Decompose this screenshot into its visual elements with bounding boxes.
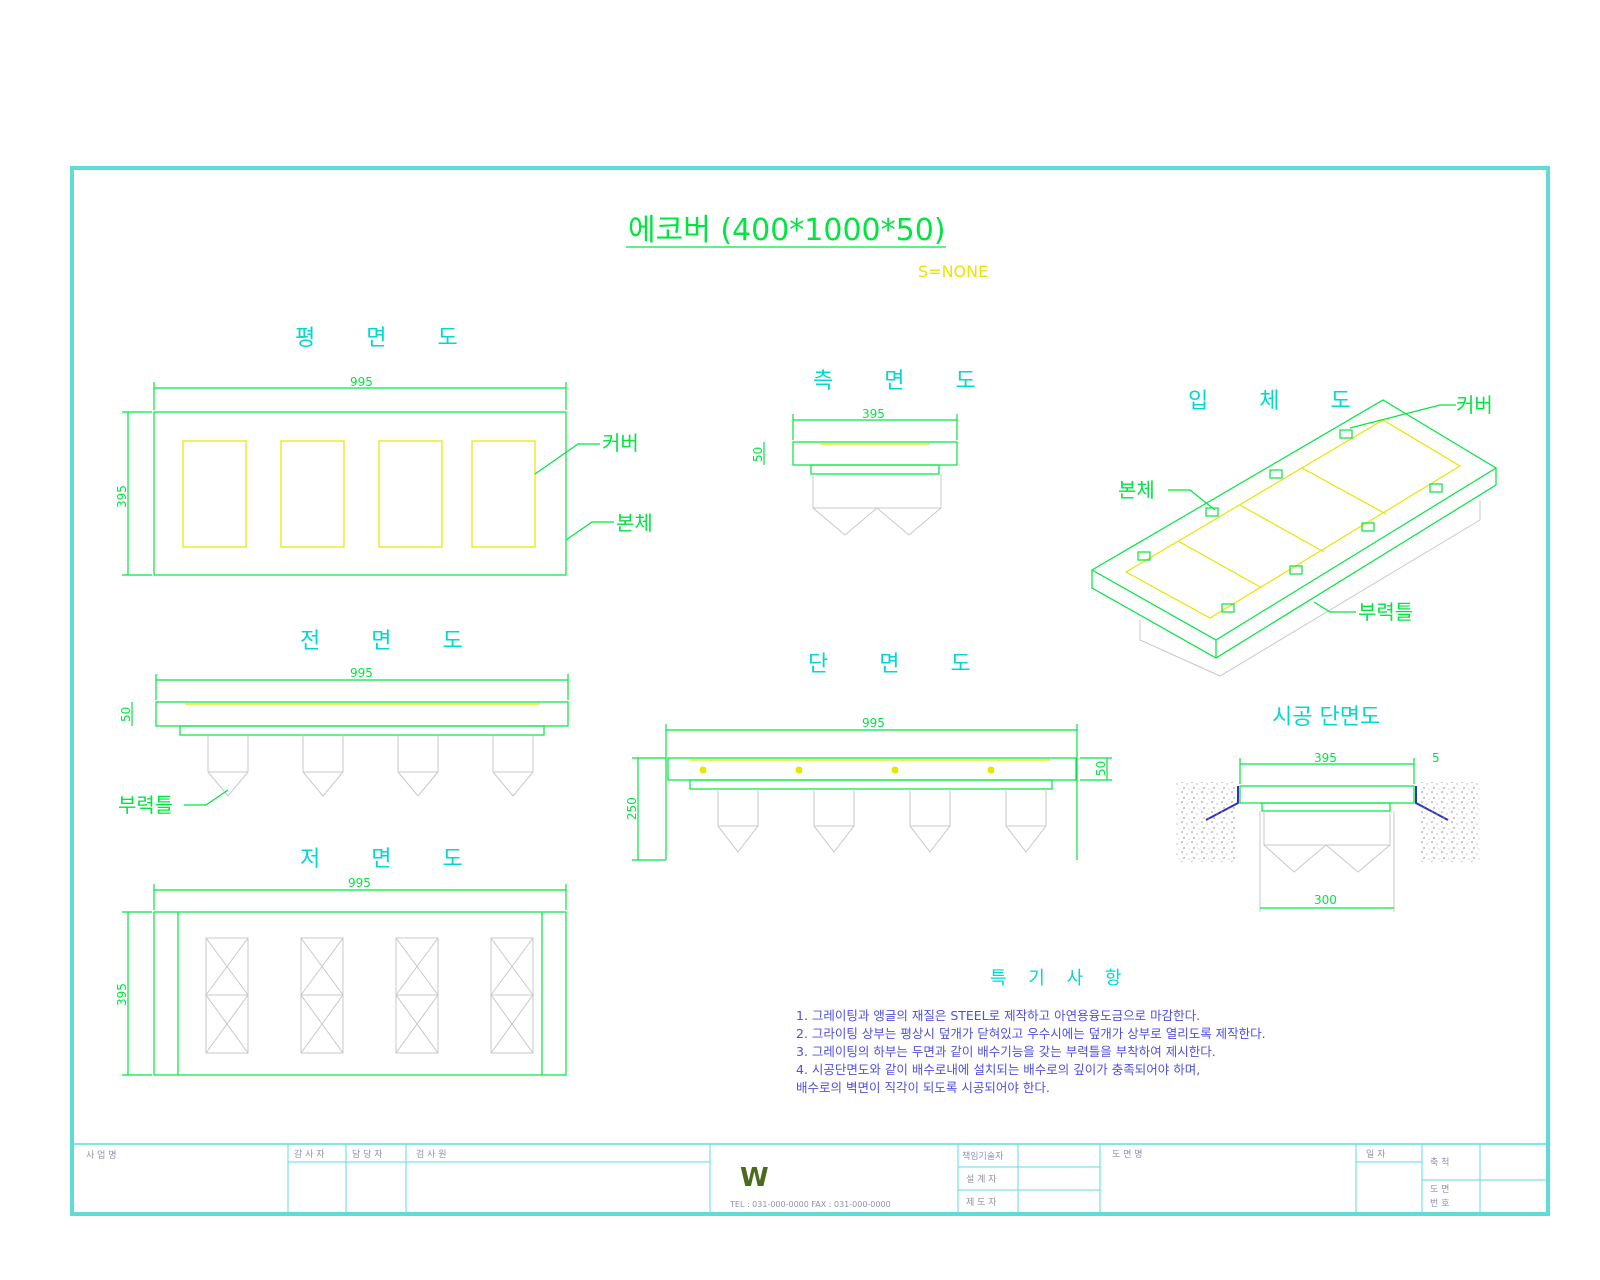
iso-view-heading: 입 체 도 <box>1188 389 1373 414</box>
bottom-view-heading: 저 면 도 <box>300 847 485 872</box>
bottom-dim-width: 995 <box>348 876 371 890</box>
note-line-3: 3. 그레이팅의 하부는 두면과 같이 배수기능을 갖는 부력틀을 부착하여 제… <box>796 1044 1216 1059</box>
tb-manager: 담 당 자 <box>352 1148 383 1160</box>
note-line-4: 4. 시공단면도와 같이 배수로내에 설치되는 배수로의 깊이가 충족되어야 하… <box>796 1062 1200 1077</box>
tb-sheet: 도 면 <box>1430 1184 1449 1195</box>
scale-text: S=NONE <box>918 262 988 281</box>
install-body <box>1239 785 1415 804</box>
side-body <box>792 441 958 466</box>
title-block: 사 업 명 감 사 자 담 당 자 검 사 원 W TEL : 031-000-… <box>72 1143 1548 1214</box>
front-frame-legs <box>207 735 534 797</box>
iso-top <box>1090 399 1498 641</box>
install-dim-bottom: 300 <box>1314 893 1337 907</box>
note-line-1: 1. 그레이팅과 앵글의 재질은 STEEL로 제작하고 아연용융도금으로 마감… <box>796 1008 1200 1023</box>
tb-inspector: 감 사 자 <box>294 1148 325 1160</box>
tb-drawing-name: 도 면 명 <box>1112 1149 1143 1160</box>
iso-view: 입 체 도 커버 본체 부력틀 <box>1090 389 1498 677</box>
tb-contact: TEL : 031-000-0000 FAX : 031-000-0000 <box>729 1200 891 1209</box>
side-frame-legs <box>812 474 942 536</box>
section-hinges <box>699 766 995 774</box>
plan-dim-height: 395 <box>115 485 129 508</box>
plan-view-heading: 평 면 도 <box>295 326 480 351</box>
install-ground-right <box>1420 782 1480 862</box>
iso-label-cover: 커버 <box>1456 393 1493 417</box>
plan-cover-3 <box>378 440 443 548</box>
front-dim-height: 50 <box>119 707 133 722</box>
note-line-5: 배수로의 벽면이 직각이 되도록 시공되어야 한다. <box>796 1080 1050 1095</box>
tb-logo: W <box>740 1163 769 1193</box>
section-dim-50: 50 <box>1094 761 1108 776</box>
plan-cover-2 <box>280 440 345 548</box>
tb-project: 사 업 명 <box>86 1150 117 1161</box>
section-view-heading: 단 면 도 <box>808 652 993 677</box>
install-view: 시공 단면도 395 5 300 <box>1176 705 1480 912</box>
bottom-dim-height: 395 <box>115 983 129 1006</box>
tb-eng2: 설 계 자 <box>966 1173 997 1185</box>
plan-view: 평 면 도 995 395 커버 본체 <box>115 326 653 576</box>
drawing-border <box>70 166 1550 1216</box>
tb-reviewer: 검 사 원 <box>416 1148 447 1160</box>
side-dim-height: 50 <box>751 447 765 462</box>
plan-cover-4 <box>471 440 536 548</box>
side-view-heading: 측 면 도 <box>813 369 998 394</box>
section-view: 단 면 도 995 50 250 <box>625 652 1112 861</box>
section-dim-width: 995 <box>862 716 885 730</box>
iso-label-frame: 부력틀 <box>1358 600 1413 624</box>
install-ground-left <box>1176 782 1236 862</box>
plan-label-cover: 커버 <box>602 431 639 455</box>
iso-cover-dividers <box>1177 467 1387 589</box>
section-body <box>667 757 1077 781</box>
front-body <box>155 701 569 727</box>
bottom-frame-boxes <box>205 937 534 1054</box>
tb-number: 번 호 <box>1430 1198 1449 1209</box>
front-view-heading: 전 면 도 <box>300 629 485 654</box>
side-dim-width: 395 <box>862 407 885 421</box>
iso-frame-underside <box>1139 500 1481 677</box>
iso-label-body: 본체 <box>1118 478 1155 502</box>
notes-block: 특 기 사 항 1. 그레이팅과 앵글의 재질은 STEEL로 제작하고 아연용… <box>796 968 1266 1095</box>
install-view-heading: 시공 단면도 <box>1272 705 1380 730</box>
install-dim-width: 395 <box>1314 751 1337 765</box>
bottom-body <box>153 911 567 1076</box>
notes-heading: 특 기 사 항 <box>990 968 1129 989</box>
front-view: 전 면 도 995 50 부력틀 <box>118 629 569 817</box>
tb-eng3: 제 도 자 <box>966 1197 997 1208</box>
front-dim-width: 995 <box>350 666 373 680</box>
tb-eng1: 책임기술자 <box>962 1150 1004 1162</box>
plan-cover-1 <box>182 440 247 548</box>
note-line-2: 2. 그라이팅 상부는 평상시 덮개가 닫혀있고 우수시에는 덮개가 상부로 열… <box>796 1026 1266 1041</box>
install-dim-gap: 5 <box>1432 751 1440 765</box>
side-view: 측 면 도 395 50 <box>751 369 998 536</box>
plan-body <box>153 411 567 576</box>
section-frame-legs <box>717 789 1047 853</box>
tb-scale: 축 척 <box>1430 1157 1449 1168</box>
iso-handles <box>1137 429 1443 613</box>
front-label-frame: 부력틀 <box>118 793 173 817</box>
plan-label-body: 본체 <box>616 511 653 535</box>
tb-date: 일 자 <box>1366 1149 1386 1160</box>
drawing-title: 에코버 (400*1000*50) <box>628 213 946 248</box>
plan-dim-width: 995 <box>350 375 373 389</box>
section-dim-250: 250 <box>625 797 639 820</box>
bottom-view: 저 면 도 995 395 <box>115 847 567 1076</box>
